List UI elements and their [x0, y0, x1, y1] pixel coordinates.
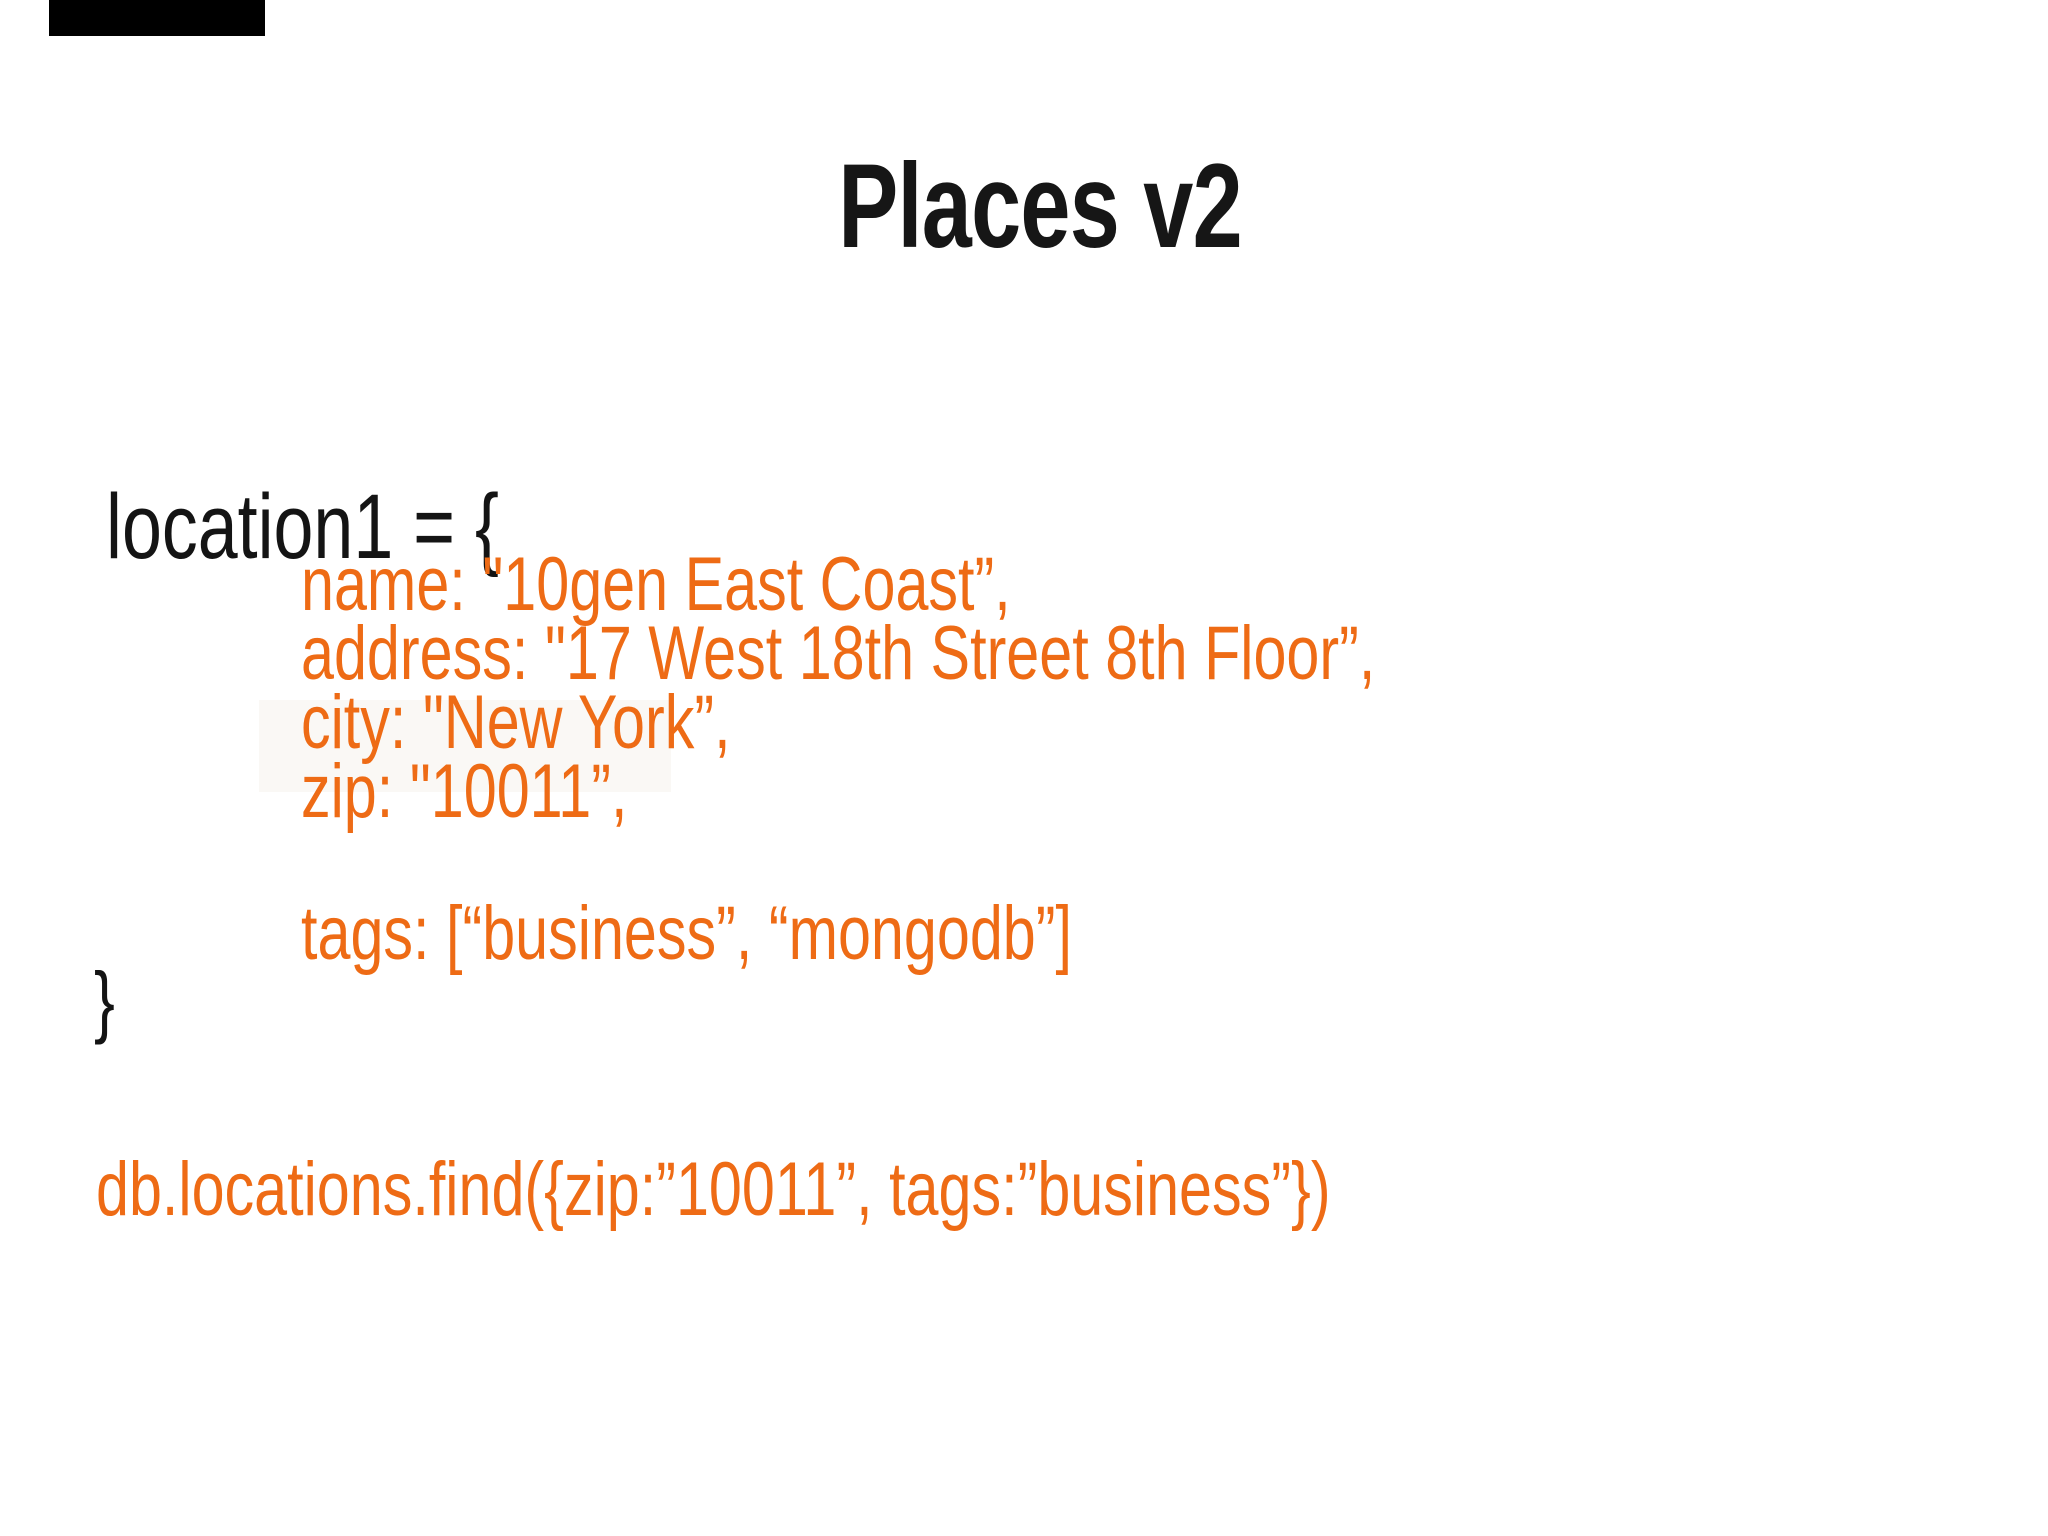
code-line-address: address: "17 West 18th Street 8th Floor”… — [259, 540, 1679, 692]
code-line-tags-text: tags: [“business”, “mongodb”] — [301, 891, 1073, 976]
zip-highlight-remnant — [259, 700, 671, 792]
code-line-name: name: "10gen East Coast”, — [259, 471, 1211, 623]
code-line-opening: location1 = { — [55, 389, 610, 573]
code-line-zip-text: zip: "10011”, — [301, 749, 628, 834]
slide-title-text: Places v2 — [838, 139, 1242, 273]
code-line-zip: zip: "10011”, — [259, 678, 720, 830]
query-line: db.locations.find({zip:”10011”, tags:”bu… — [54, 1076, 1679, 1228]
code-line-tags: tags: [“business”, “mongodb”] — [259, 820, 1290, 972]
code-line-address-text: address: "17 West 18th Street 8th Floor”… — [301, 611, 1376, 696]
code-line-name-text: name: "10gen East Coast”, — [301, 542, 1011, 627]
slide-title: Places v2 — [16, 146, 2048, 266]
code-line-city-text: city: "New York”, — [301, 680, 731, 765]
code-line-city: city: "New York”, — [259, 609, 852, 761]
code-line-opening-text: location1 = { — [106, 476, 500, 578]
code-line-closing: } — [50, 881, 121, 1041]
query-line-text: db.locations.find({zip:”10011”, tags:”bu… — [96, 1147, 1331, 1232]
code-line-closing-text: } — [94, 956, 116, 1045]
video-artifact-bar — [49, 0, 265, 36]
